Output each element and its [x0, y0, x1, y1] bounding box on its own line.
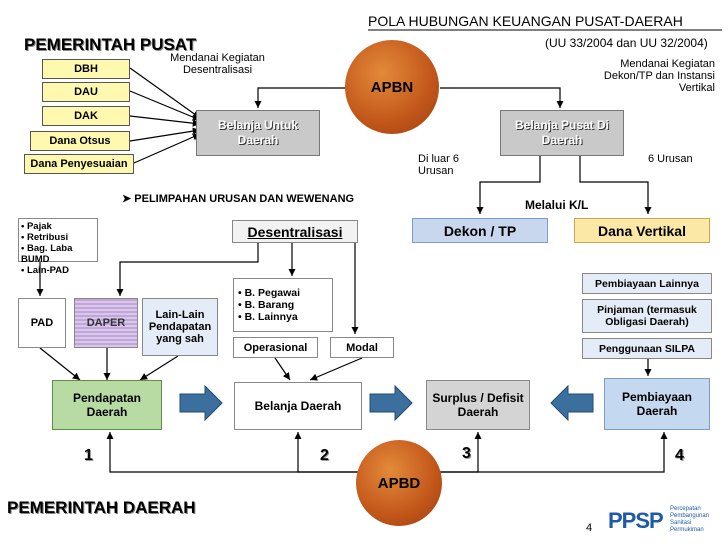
ppsp-logo: PPSP	[608, 508, 664, 533]
list-item: • Lain-PAD	[21, 265, 70, 276]
transfer-dau: DAU	[42, 82, 130, 102]
diagram-title: POLA HUBUNGAN KEUANGAN PUSAT-DAERAH	[368, 13, 683, 29]
list-item: • B. Lainnya	[238, 311, 298, 323]
pelimpahan-text: PELIMPAHAN URUSAN DAN WEWENANG	[134, 193, 355, 205]
melalui-kl-label: Melalui K/L	[525, 198, 589, 212]
transfer-dak: DAK	[42, 106, 130, 126]
belanja-items-list: • B. Pegawai • B. Barang • B. Lainnya	[233, 278, 333, 332]
ppsp-logo-caption: Percepatan Pembangunan Sanitasi Permukim…	[670, 506, 710, 533]
diagram-subtitle: (UU 33/2004 dan UU 32/2004)	[545, 36, 708, 50]
lain-lain-box: Lain-Lain Pendapatan yang sah	[142, 298, 218, 356]
mendanai-dekon-note: Mendanai Kegiatan Dekon/TP dan Instansi …	[603, 58, 715, 94]
belanja-daerah-box: Belanja Daerah	[234, 382, 362, 430]
page-number: 4	[586, 522, 593, 534]
pendapatan-daerah-box: Pendapatan Daerah	[52, 380, 162, 430]
step-number-4: 4	[675, 447, 684, 464]
enam-urusan-note: 6 Urusan	[648, 153, 693, 165]
desentralisasi-box: Desentralisasi	[232, 220, 358, 243]
apbn-node: APBN	[345, 40, 439, 134]
pemerintah-pusat-label: PEMERINTAH PUSAT	[24, 35, 197, 54]
pembiayaan-daerah-box: Pembiayaan Daerah	[604, 378, 710, 430]
list-item: • Pajak	[21, 221, 52, 232]
daper-box: DAPER	[74, 298, 138, 348]
list-item: • Bag. Laba BUMD	[21, 243, 73, 265]
mendanai-desentralisasi-note: Mendanai Kegiatan Desentralisasi	[170, 52, 265, 76]
pembiayaan-lainnya-box: Pembiayaan Lainnya	[582, 273, 712, 294]
operasional-box: Operasional	[233, 337, 318, 358]
belanja-untuk-daerah-box: Belanja Untuk Daerah	[196, 110, 320, 156]
pemerintah-daerah-label: PEMERINTAH DAERAH	[7, 498, 196, 517]
pad-items-list: • Pajak • Retribusi • Bag. Laba BUMD • L…	[18, 218, 98, 276]
penggunaan-silpa-box: Penggunaan SILPA	[582, 338, 712, 359]
step-number-2: 2	[320, 447, 329, 464]
list-item: • B. Pegawai	[238, 287, 301, 299]
apbd-node: APBD	[356, 440, 442, 526]
transfer-dana-otsus: Dana Otsus	[30, 131, 130, 151]
belanja-pusat-di-daerah-box: Belanja Pusat Di Daerah	[500, 110, 624, 156]
list-item: • Retribusi	[21, 232, 69, 243]
dekon-tp-box: Dekon / TP	[412, 218, 548, 243]
transfer-dana-penyesuaian: Dana Penyesuaian	[24, 154, 134, 174]
triangle-bullet-icon: ➤	[122, 193, 135, 205]
pad-box: PAD	[18, 298, 66, 348]
pinjaman-box: Pinjaman (termasuk Obligasi Daerah)	[582, 299, 712, 333]
step-number-1: 1	[84, 447, 93, 464]
transfer-dbh: DBH	[42, 59, 130, 79]
surplus-defisit-box: Surplus / Defisit Daerah	[426, 380, 530, 430]
dana-vertikal-box: Dana Vertikal	[574, 218, 710, 243]
list-item: • B. Barang	[238, 299, 295, 311]
pelimpahan-label: ➤ PELIMPAHAN URUSAN DAN WEWENANG	[122, 192, 354, 205]
di-luar-note: Di luar 6 Urusan	[418, 153, 459, 177]
modal-box: Modal	[330, 337, 394, 358]
step-number-3: 3	[462, 445, 471, 462]
